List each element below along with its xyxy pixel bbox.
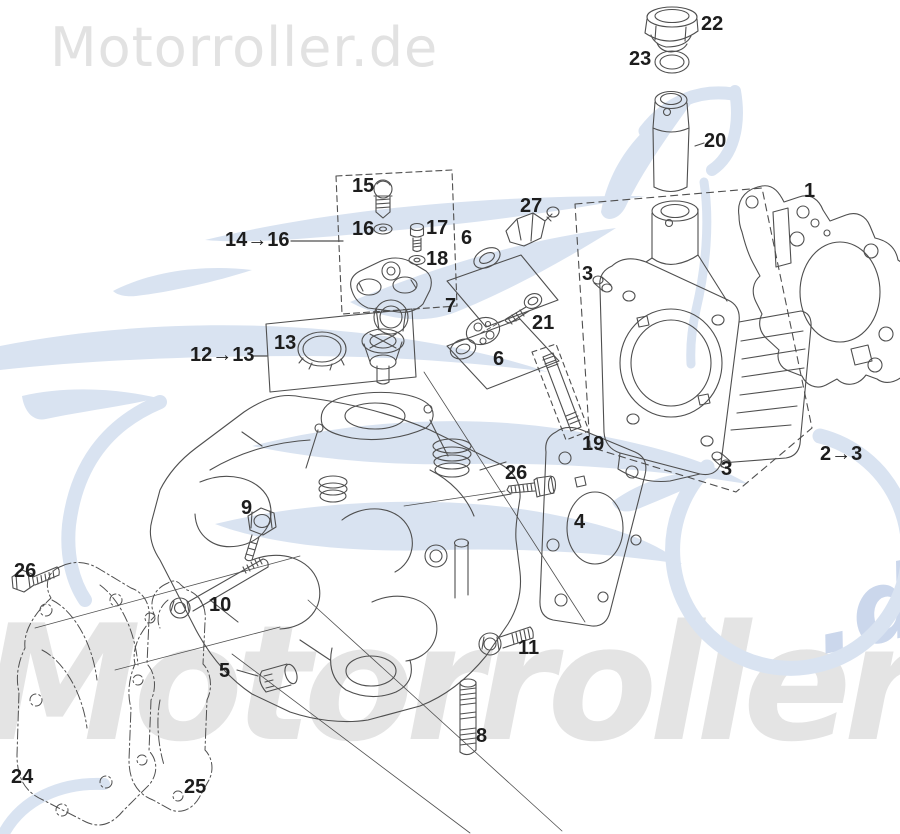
part-label-10: 10 [209, 594, 232, 616]
swoosh-wing-wedge [350, 228, 616, 320]
part-label-24: 24 [11, 766, 34, 788]
thermostat-group-box [335, 169, 458, 315]
part-20-filler-tube [652, 90, 705, 193]
swoosh-band-wide [0, 325, 548, 372]
part-18-washer [408, 254, 426, 266]
swoosh-curve-downleft [61, 395, 167, 607]
part-label-12-13: 12→13 [190, 344, 255, 366]
swoosh-circle [665, 428, 900, 676]
part-label-21: 21 [532, 312, 555, 334]
part-label-2-3: 2→3 [820, 443, 863, 465]
label-leaders [251, 240, 344, 357]
part-label-23: 23 [629, 48, 652, 70]
part-label-4: 4 [574, 511, 586, 533]
part-22-oil-cap [644, 6, 699, 53]
swoosh-bottom-left [0, 777, 110, 834]
brand-swoosh-layer [0, 85, 900, 834]
part-14-thermostat-housing [350, 257, 432, 335]
part-label-9: 9 [241, 497, 253, 519]
watermark-footer: Motorroller [0, 590, 900, 777]
swoosh-wing-circle [612, 471, 718, 512]
part-12-13-group [265, 308, 417, 393]
cylinder-group-box [574, 187, 813, 493]
part-label-5: 5 [219, 660, 231, 682]
part-label-17: 17 [426, 217, 449, 239]
part-label-13: 13 [274, 332, 297, 354]
part-label-1: 1 [804, 180, 816, 202]
swoosh-small-left [113, 268, 252, 297]
bird-wing [601, 94, 698, 219]
part-1-cylinder-gasket [738, 185, 900, 388]
part-26-bolt-b [11, 566, 60, 593]
part-26-bolt-a [403, 475, 557, 507]
sensor-mount-plate [446, 254, 559, 328]
part-3-dowels-a [592, 275, 613, 293]
part-15-screw [373, 179, 393, 219]
part-label-11: 11 [518, 637, 540, 659]
part-4-head-gasket [539, 426, 647, 627]
swoosh-band-head-2 [215, 501, 682, 564]
watermark-header: Motorroller.de [50, 16, 439, 79]
valve-mount-plate [446, 318, 560, 390]
part-label-3b: 3 [721, 458, 733, 480]
part-label-7: 7 [445, 295, 457, 317]
leader-lines [34, 371, 586, 834]
bird-tail-2 [686, 177, 712, 369]
part-2-cylinder [599, 200, 812, 483]
part-label-19: 19 [582, 433, 605, 455]
part-23-o-ring [654, 50, 690, 74]
part-7-spring-seat [465, 316, 501, 346]
part-27-temp-sensor [473, 206, 560, 269]
part-label-6a: 6 [461, 227, 473, 249]
part-label-27: 27 [520, 195, 543, 217]
part-6-washer-b [449, 338, 477, 360]
part-label-16: 16 [352, 218, 375, 240]
part-25-cover-gasket [128, 580, 213, 812]
part-label-6b: 6 [493, 348, 505, 370]
part-label-25: 25 [184, 776, 207, 798]
bird-hook [638, 86, 740, 138]
part-label-20: 20 [704, 130, 727, 152]
part-5-dowel [236, 663, 298, 693]
part-16-washer [373, 223, 393, 235]
bird-tail-1 [706, 85, 743, 176]
swoosh-wing-top [205, 195, 645, 242]
part-label-15: 15 [352, 175, 375, 197]
part-label-26b: 26 [14, 560, 37, 582]
swoosh-band-head [252, 421, 748, 484]
part-label-14-16: 14→16 [225, 229, 290, 251]
part-21-bolt [480, 293, 543, 334]
part-17-bolt [409, 222, 425, 253]
part-19-stud [531, 343, 590, 441]
part-label-8: 8 [476, 725, 488, 747]
cylinder-head [149, 391, 522, 723]
part-3-dowels-b [711, 451, 732, 469]
part-9-nut [244, 507, 277, 562]
part-label-18: 18 [426, 248, 449, 270]
part-10-long-bolt [169, 557, 269, 619]
part-8-stud [459, 678, 477, 756]
part-11-bolt [478, 626, 534, 656]
part-label-3a: 3 [582, 263, 594, 285]
part-label-26a: 26 [505, 462, 528, 484]
swoosh-small-2 [22, 389, 158, 420]
part-label-22: 22 [701, 13, 724, 35]
